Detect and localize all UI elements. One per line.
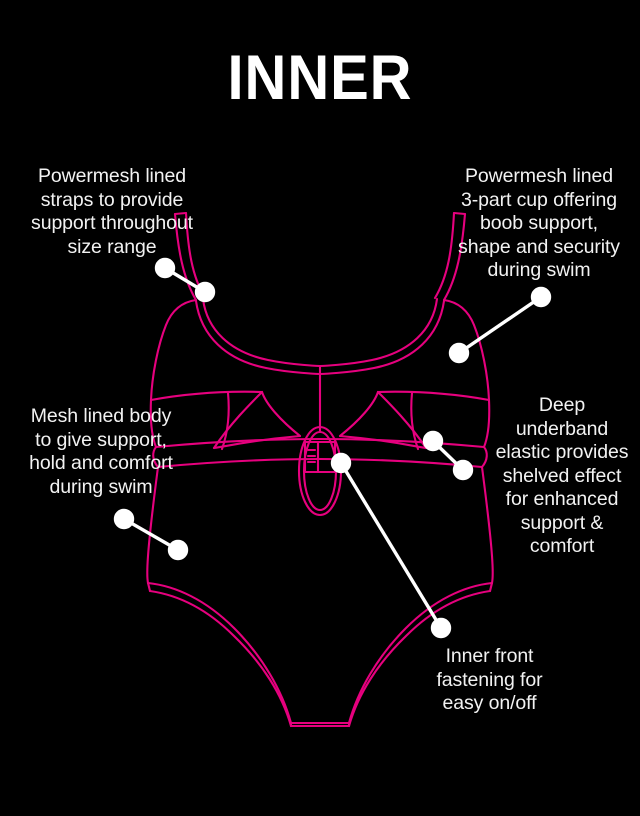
callout-fastening: Inner front fastening for easy on/off	[436, 645, 543, 714]
callout-underband: Deep underband elastic provides shelved …	[495, 394, 629, 557]
leader-line-cup	[458, 295, 542, 355]
page-title: INNER	[227, 43, 413, 113]
leader-dot-straps-inner	[194, 281, 216, 303]
leader-dot-cup-outer	[530, 286, 552, 308]
leader-dot-body-inner	[167, 539, 189, 561]
callout-body: Mesh lined body to give support, hold an…	[29, 405, 173, 498]
leader-line-fastening	[339, 462, 443, 629]
leader-dot-body-outer	[113, 508, 135, 530]
callout-straps: Powermesh lined straps to provide suppor…	[31, 165, 193, 258]
leader-dot-underband-inner	[422, 430, 444, 452]
leader-dot-underband-outer	[452, 459, 474, 481]
leader-line-straps	[164, 266, 206, 294]
leader-dot-fastening-outer	[430, 617, 452, 639]
leader-line-body	[123, 517, 179, 552]
leader-dot-fastening-inner	[330, 452, 352, 474]
leader-dot-cup-inner	[448, 342, 470, 364]
leader-line-underband	[431, 439, 465, 472]
leader-dot-straps-outer	[154, 257, 176, 279]
callout-cup: Powermesh lined 3-part cup offering boob…	[458, 165, 620, 281]
